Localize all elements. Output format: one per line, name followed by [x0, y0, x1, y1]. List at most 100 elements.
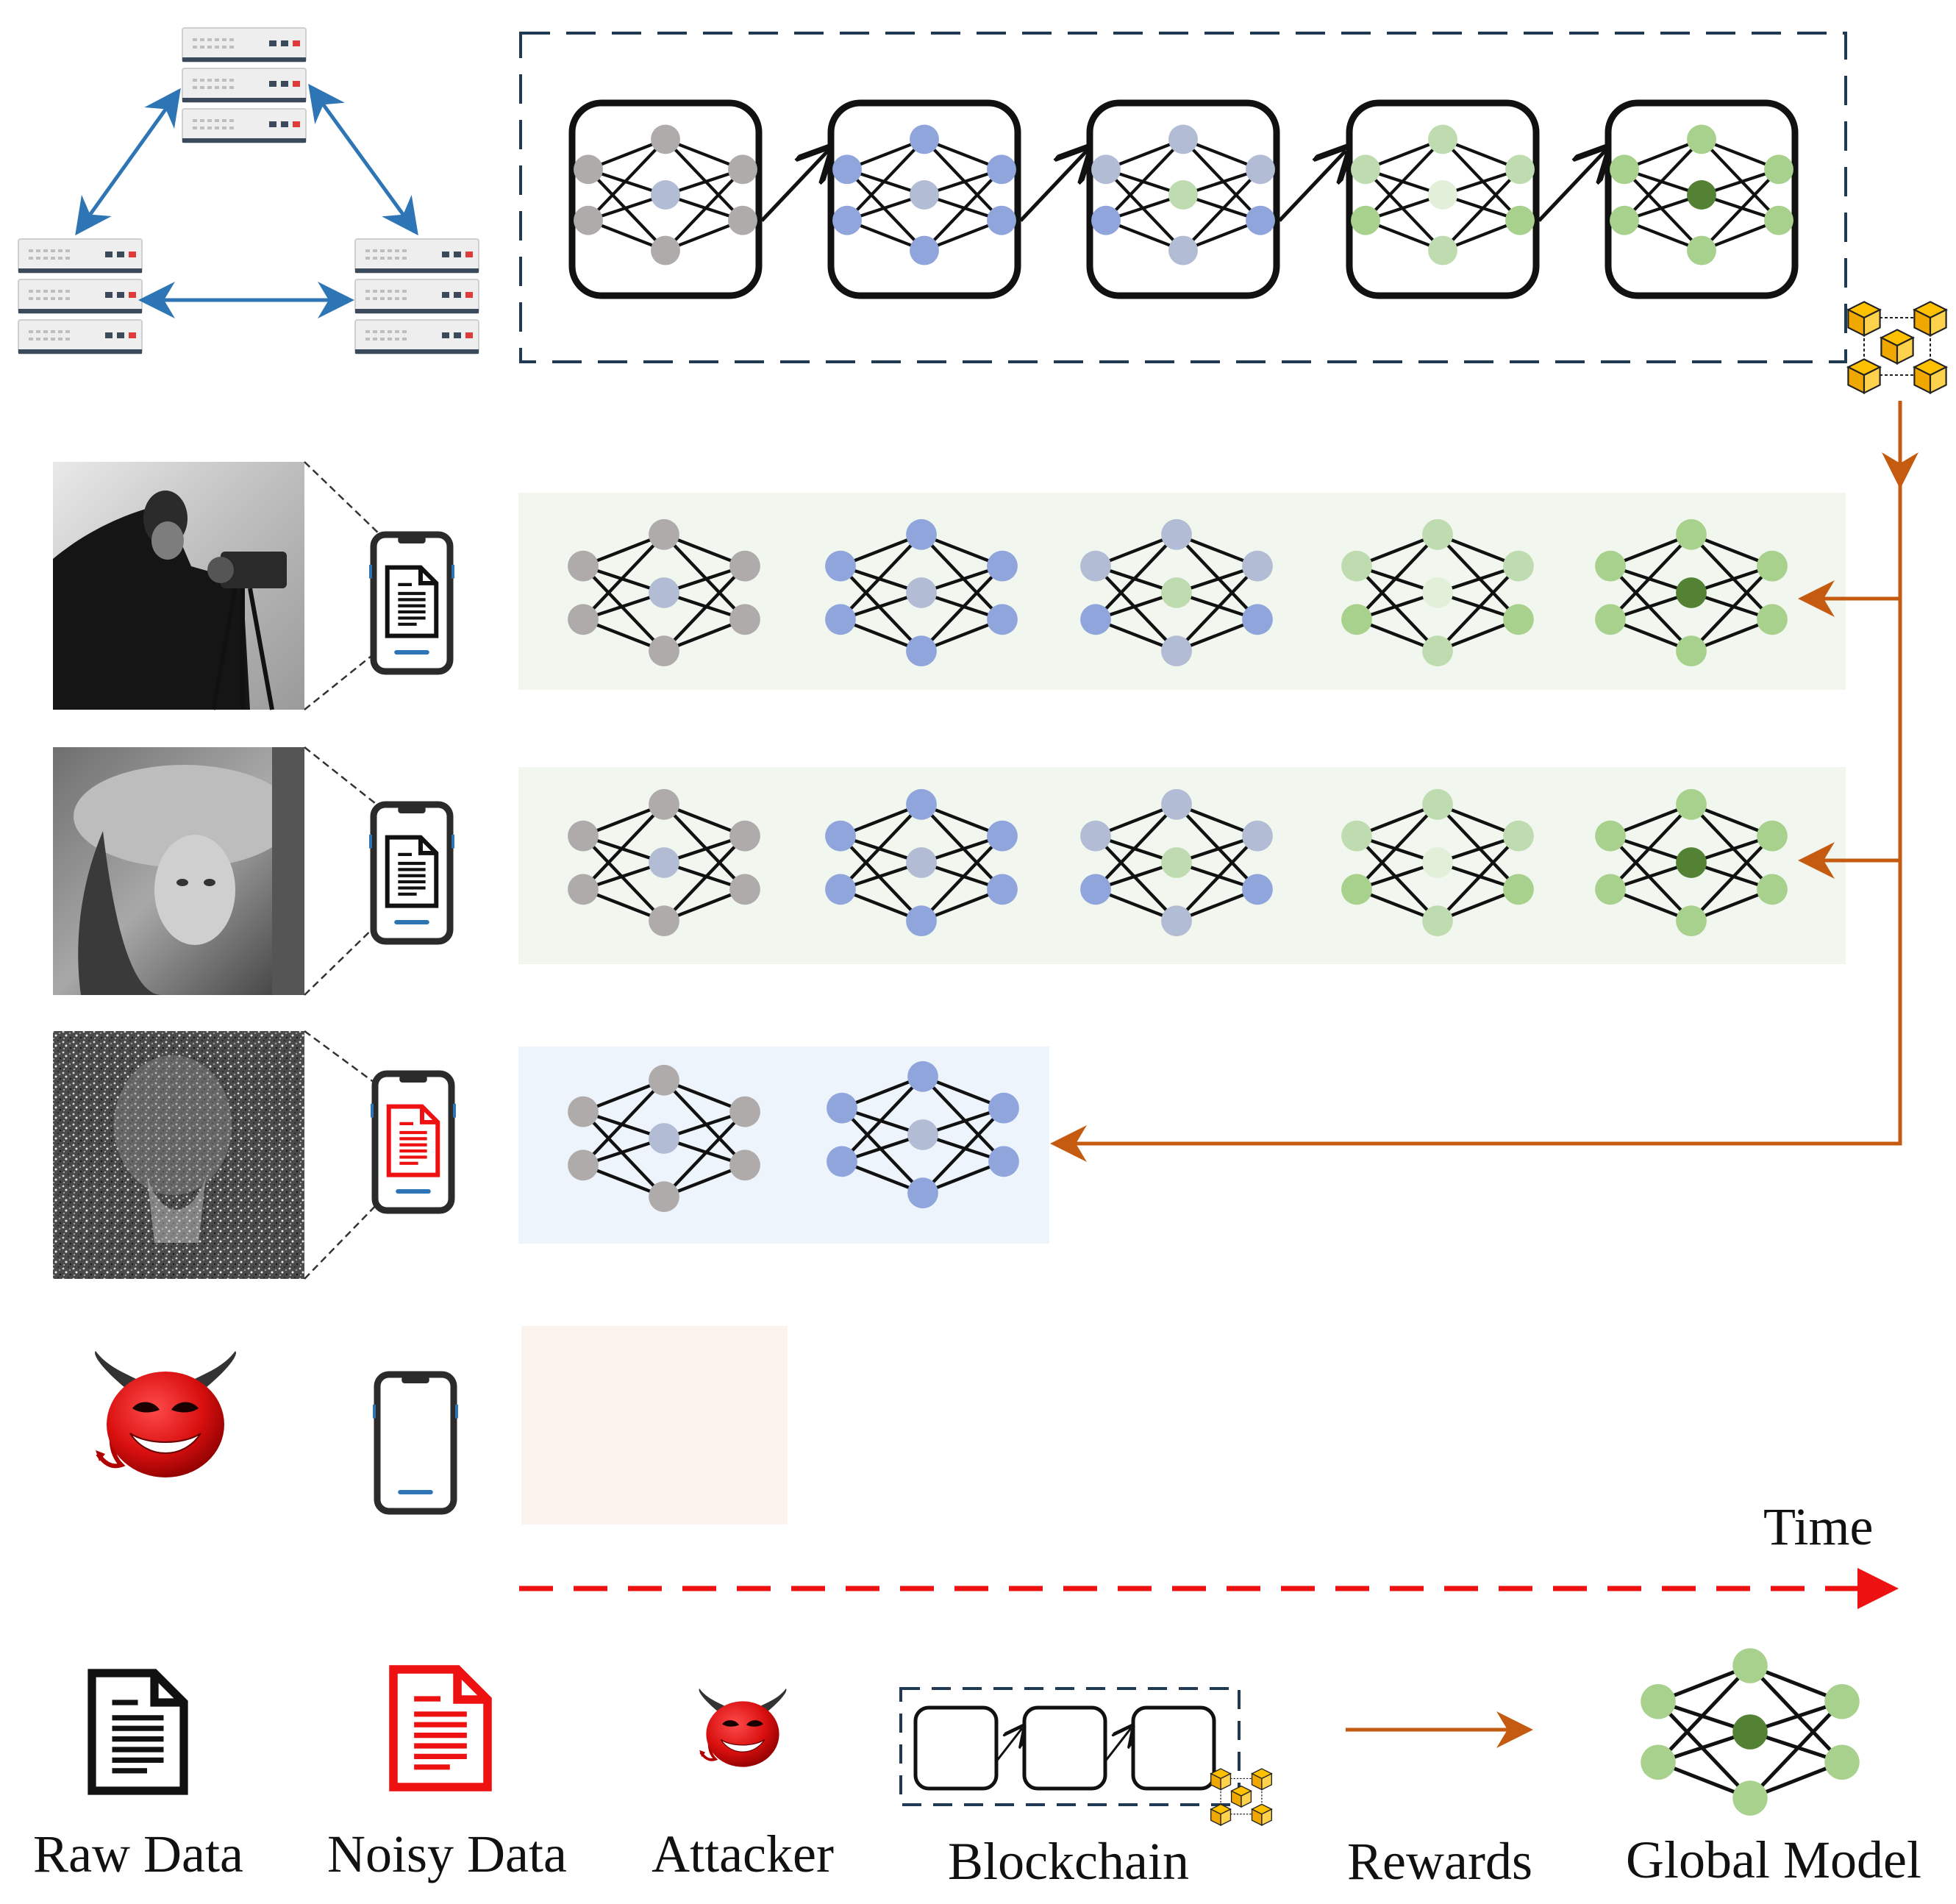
- network-node: [907, 1060, 938, 1092]
- network-node: [1505, 205, 1535, 235]
- network-node: [1676, 788, 1707, 820]
- server-link-arrow: [75, 88, 181, 236]
- network-node: [574, 205, 603, 235]
- network-node: [649, 1181, 679, 1213]
- cube: [1210, 1768, 1232, 1791]
- legend-devil-icon: [699, 1689, 787, 1767]
- network-node: [910, 124, 939, 154]
- network-node: [1595, 550, 1626, 582]
- network-node: [906, 635, 937, 667]
- devil-icon: [699, 1689, 787, 1767]
- network-node: [1428, 124, 1457, 154]
- network-node: [825, 604, 856, 635]
- network-node: [910, 235, 939, 265]
- network-node: [1242, 820, 1273, 852]
- network-node: [1687, 124, 1716, 154]
- network-node: [1757, 820, 1788, 852]
- network-node: [987, 820, 1018, 852]
- network-node: [649, 577, 679, 608]
- network-node: [1676, 847, 1707, 878]
- network-node: [1246, 154, 1275, 185]
- time-label: Time: [1763, 1497, 1874, 1556]
- client-phones: [369, 531, 458, 1515]
- network-node: [1161, 635, 1192, 667]
- chain-link-arrow: [1278, 151, 1346, 222]
- network-node: [907, 1119, 938, 1150]
- network-node: [1091, 154, 1121, 185]
- attacker-band: [521, 1326, 788, 1525]
- network-node: [1341, 820, 1372, 852]
- network-node: [1824, 1684, 1860, 1719]
- document-icon: [385, 835, 439, 908]
- network-node: [1503, 874, 1534, 905]
- network-node: [907, 1177, 938, 1209]
- network-node: [1676, 518, 1707, 550]
- attacker-devil-icon: [95, 1351, 236, 1477]
- network-node: [1732, 1714, 1768, 1750]
- chain-block-network: [1351, 124, 1535, 265]
- network-node: [1757, 604, 1788, 635]
- server-rack-icon: [18, 238, 143, 354]
- network-node: [1080, 874, 1111, 905]
- network-node: [1595, 820, 1626, 852]
- raw-data-document-icon: [88, 1669, 188, 1795]
- network-node: [1422, 847, 1453, 878]
- cube: [1846, 301, 1882, 338]
- network-node: [1732, 1648, 1768, 1683]
- chain-block-network: [832, 124, 1016, 265]
- network-node: [1595, 874, 1626, 905]
- server-rack-icon: [354, 238, 479, 354]
- network-node: [1610, 205, 1639, 235]
- cube: [1846, 358, 1882, 395]
- network-node: [1428, 180, 1457, 210]
- smartphone-icon: [369, 531, 454, 675]
- network-node: [1168, 124, 1198, 154]
- network-node: [906, 518, 937, 550]
- network-node: [987, 874, 1018, 905]
- client-band-3: [518, 1047, 1049, 1244]
- network-node: [1505, 154, 1535, 185]
- network-node: [906, 788, 937, 820]
- network-node: [651, 124, 680, 154]
- network-node: [988, 1146, 1019, 1177]
- local-network: [1080, 518, 1273, 667]
- network-node: [1080, 550, 1111, 582]
- cameraman-image: [53, 462, 304, 710]
- network-node: [987, 154, 1016, 185]
- network-node: [649, 1064, 679, 1096]
- local-network: [825, 788, 1018, 937]
- network-node: [1242, 874, 1273, 905]
- local-network: [1595, 518, 1788, 667]
- network-node: [906, 847, 937, 878]
- network-node: [568, 1149, 599, 1181]
- network-node: [1641, 1744, 1676, 1780]
- local-network: [1595, 788, 1788, 937]
- local-network: [827, 1060, 1019, 1209]
- network-node: [1764, 205, 1793, 235]
- local-network: [1080, 788, 1273, 937]
- network-node: [1080, 820, 1111, 852]
- lena-image: [53, 747, 304, 995]
- network-node: [1676, 635, 1707, 667]
- network-node: [1168, 235, 1198, 265]
- network-node: [1422, 635, 1453, 667]
- network-node: [1341, 604, 1372, 635]
- local-network: [1341, 518, 1534, 667]
- legend-noisy-data-label: Noisy Data: [327, 1825, 567, 1883]
- smartphone-icon: [371, 1070, 456, 1214]
- noisy-data-document-icon: [389, 1665, 492, 1791]
- legend-blockchain-label: Blockchain: [948, 1832, 1189, 1891]
- network-node: [832, 154, 862, 185]
- legend-blockchain-icon: [899, 1687, 1241, 1806]
- chain-link-arrow: [1019, 151, 1087, 222]
- document-icon: [88, 1669, 188, 1795]
- network-node: [832, 205, 862, 235]
- chain-block-network: [1610, 124, 1793, 265]
- reward-flow-arrows: [1050, 401, 1918, 1162]
- network-node: [729, 820, 760, 852]
- network-node: [651, 180, 680, 210]
- chain-block-network: [574, 124, 757, 265]
- network-node: [1610, 154, 1639, 185]
- chain-link-arrow: [760, 151, 828, 222]
